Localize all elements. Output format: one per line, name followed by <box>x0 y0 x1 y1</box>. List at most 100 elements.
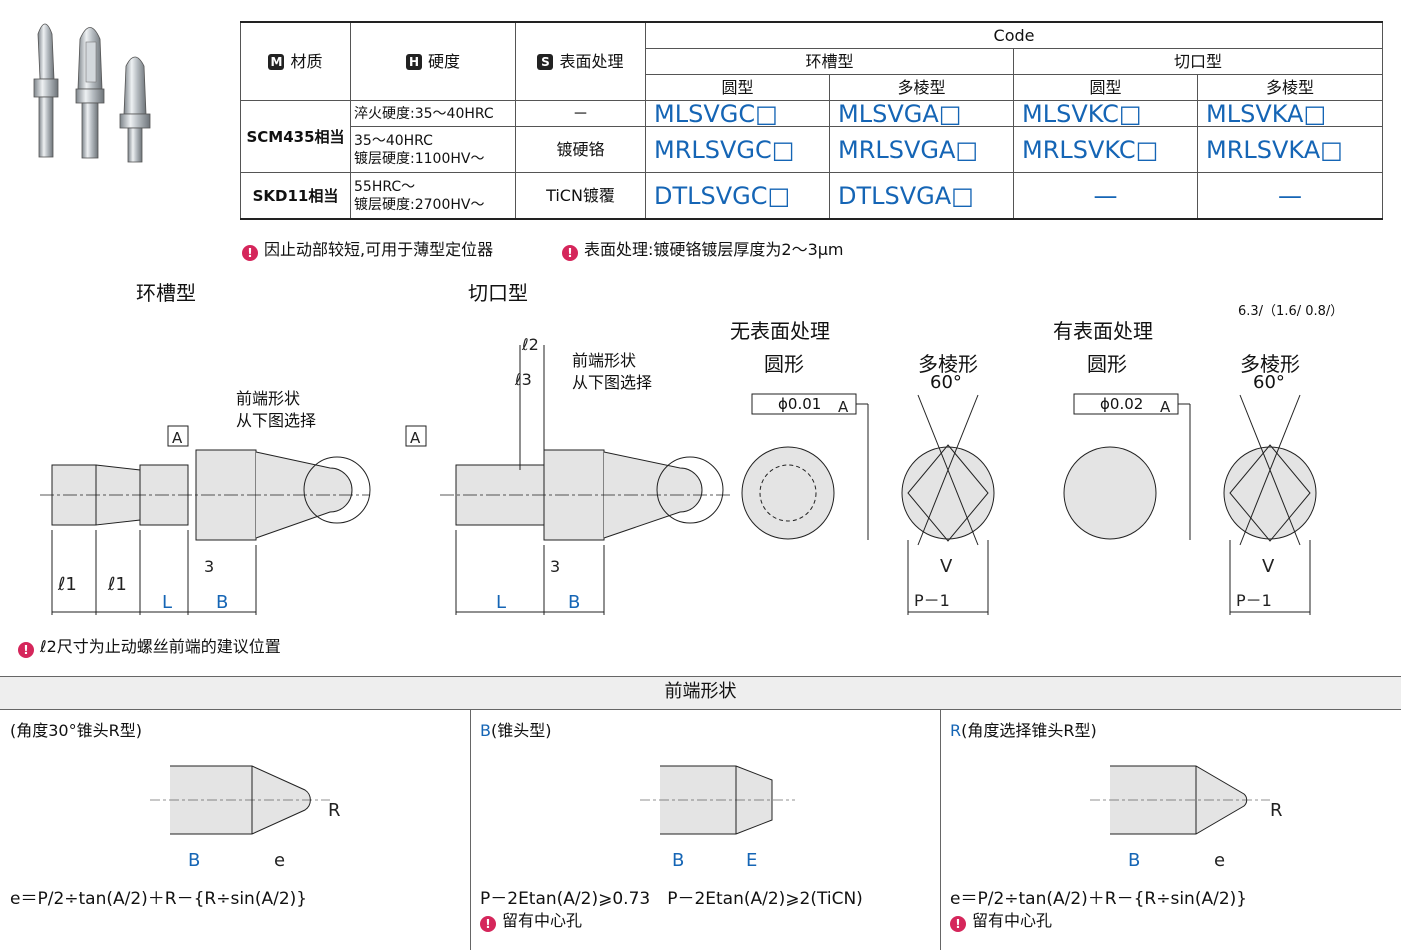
svg-text:L: L <box>162 592 172 613</box>
alert-icon: ! <box>950 916 966 932</box>
svg-text:P－1: P－1 <box>914 591 950 610</box>
material-skd11: SKD11相当 <box>240 172 351 220</box>
note-3: !ℓ2尺寸为止动螺丝前端的建议位置 <box>18 633 281 658</box>
code-link[interactable]: MRLSVGA□ <box>829 126 1014 173</box>
multi-section-1 <box>901 394 995 615</box>
code-link[interactable]: MRLSVGC□ <box>645 126 830 173</box>
material-scm435: SCM435相当 <box>240 100 351 173</box>
code-link[interactable]: DTLSVGC□ <box>645 172 830 220</box>
header-multi-2: 多棱型 <box>1196 74 1384 101</box>
angle-label: 60° <box>1253 372 1285 393</box>
cut-title: 切口型 <box>468 281 528 305</box>
surface-cell: 镀硬铬 <box>515 126 646 173</box>
alert-icon: ! <box>242 245 258 261</box>
groove-pin-drawing <box>40 425 371 615</box>
code-dash: — <box>1013 172 1198 220</box>
svg-text:A: A <box>410 429 421 447</box>
svg-text:e: e <box>1214 850 1225 871</box>
hardness-cell: 55HRC～镀层硬度:2700HV～ <box>350 172 516 220</box>
note-2: !表面处理:镀硬铬镀层厚度为2～3μm <box>562 236 844 261</box>
tip-col3-title: R(角度选择锥头R型) <box>950 721 1097 740</box>
formula-2: P－2Etan(A/2)⩾0.73 P－2Etan(A/2)⩾2(TiCN) <box>480 889 863 909</box>
tip-col2-title: B(锥头型) <box>480 721 552 740</box>
svg-text:ℓ1: ℓ1 <box>107 574 127 595</box>
multi-title: 多棱形 <box>1240 352 1300 376</box>
svg-text:B: B <box>216 592 228 613</box>
svg-text:3: 3 <box>204 557 214 576</box>
alert-icon: ! <box>480 916 496 932</box>
with-treatment-title: 有表面处理 <box>1053 319 1153 343</box>
code-link[interactable]: DTLSVGA□ <box>829 172 1014 220</box>
svg-text:ℓ1: ℓ1 <box>57 574 77 595</box>
code-link[interactable]: MRLSVKC□ <box>1013 126 1198 173</box>
tip-shape-callout: 前端形状从下图选择 <box>236 389 317 430</box>
tip-shape-callout: 前端形状从下图选择 <box>572 351 653 392</box>
divider <box>0 676 1401 677</box>
header-cut: 切口型 <box>1012 48 1384 75</box>
divider <box>0 709 1401 710</box>
tip-col-1 <box>0 710 471 950</box>
cut-pin-drawing <box>405 345 730 615</box>
tip-col1-title: (角度30°锥头R型) <box>10 721 142 740</box>
svg-text:A: A <box>172 429 183 447</box>
header-round-1: 圆型 <box>645 74 830 101</box>
hardness-cell: 淬火硬度:35～40HRC <box>350 100 516 127</box>
groove-title: 环槽型 <box>136 281 196 305</box>
tolerance-label: ϕ0.01 <box>778 395 822 413</box>
alert-icon: ! <box>562 245 578 261</box>
multi-title: 多棱形 <box>918 352 978 376</box>
svg-text:B: B <box>672 850 684 871</box>
round-title: 圆形 <box>1087 352 1127 376</box>
round-section-2 <box>1063 393 1191 540</box>
note-1: !因止动部较短,可用于薄型定位器 <box>242 236 493 261</box>
tip-col-2 <box>470 710 941 950</box>
svg-text:R: R <box>328 800 341 821</box>
header-groove: 环槽型 <box>645 48 1014 75</box>
code-link[interactable]: MRLSVKA□ <box>1196 126 1384 173</box>
product-image <box>33 23 151 163</box>
code-link[interactable]: MLSVGC□ <box>645 100 830 127</box>
code-link[interactable]: MLSVKA□ <box>1196 100 1384 127</box>
svg-text:ℓ3: ℓ3 <box>514 370 532 389</box>
center-hole-note: !留有中心孔 <box>480 907 582 932</box>
center-hole-note: !留有中心孔 <box>950 907 1052 932</box>
svg-text:L: L <box>496 592 506 613</box>
surface-cell: － <box>515 100 646 127</box>
surface-cell: TiCN镀覆 <box>515 172 646 220</box>
code-link[interactable]: MLSVKC□ <box>1013 100 1198 127</box>
multi-section-2 <box>1223 394 1317 615</box>
svg-text:V: V <box>940 556 953 577</box>
roughness-symbol: 6.3/（1.6/ 0.8/） <box>1238 304 1344 319</box>
round-section-1 <box>741 393 869 540</box>
angle-label: 60° <box>930 372 962 393</box>
tolerance-label: ϕ0.02 <box>1100 395 1144 413</box>
svg-text:V: V <box>1262 556 1275 577</box>
alert-icon: ! <box>18 642 34 658</box>
code-dash: — <box>1196 172 1384 220</box>
svg-text:e: e <box>274 850 285 871</box>
svg-text:E: E <box>746 850 757 871</box>
svg-text:R: R <box>1270 800 1283 821</box>
header-code: Code <box>644 21 1384 49</box>
svg-text:B: B <box>1128 850 1140 871</box>
svg-text:B: B <box>568 592 580 613</box>
tip-section-title: 前端形状 <box>0 677 1401 709</box>
svg-text:ℓ2: ℓ2 <box>521 335 539 354</box>
round-title: 圆形 <box>764 352 804 376</box>
svg-text:A: A <box>838 398 849 416</box>
svg-text:B: B <box>188 850 200 871</box>
formula-3: e＝P/2÷tan(A/2)＋R－{R÷sin(A/2)} <box>950 889 1248 909</box>
code-link[interactable]: MLSVGA□ <box>829 100 1014 127</box>
no-treatment-title: 无表面处理 <box>730 319 830 343</box>
svg-text:P－1: P－1 <box>1236 591 1272 610</box>
svg-text:3: 3 <box>550 557 560 576</box>
header-round-2: 圆型 <box>1013 74 1198 101</box>
formula-1: e＝P/2÷tan(A/2)＋R－{R÷sin(A/2)} <box>10 889 308 909</box>
